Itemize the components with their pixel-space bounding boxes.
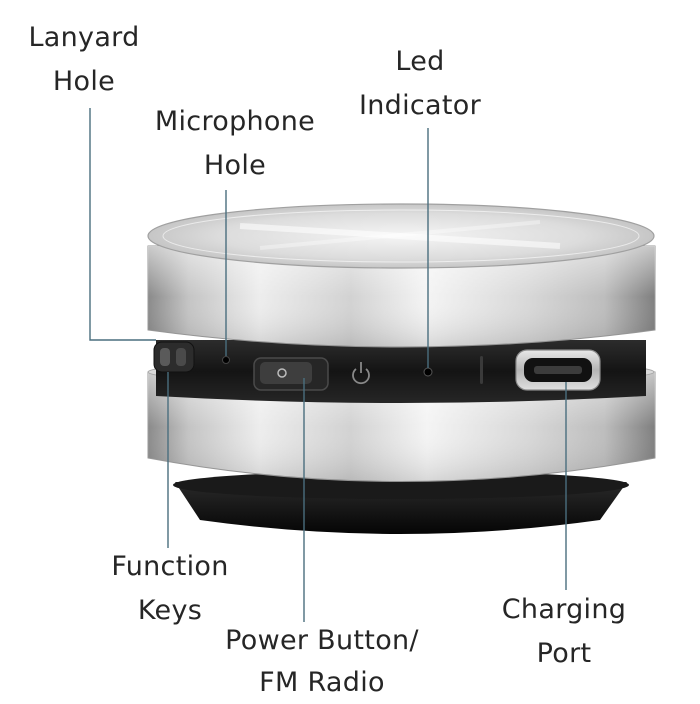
power-icon	[352, 362, 370, 385]
label-charging-port: Charging Port	[492, 588, 636, 676]
microphone-hole	[222, 356, 230, 364]
led-indicator	[423, 367, 433, 377]
label-led-indicator: Led Indicator	[350, 40, 490, 128]
label-led-line1: Led	[395, 46, 445, 77]
label-microphone-hole: Microphone Hole	[140, 100, 330, 188]
power-button	[253, 357, 329, 391]
label-power-line2: FM Radio	[259, 667, 385, 698]
label-lanyard-hole: Lanyard Hole	[22, 16, 146, 104]
label-microphone-line1: Microphone	[154, 106, 316, 137]
label-charging-line1: Charging	[501, 594, 627, 625]
function-keys	[153, 341, 195, 373]
leader-lines	[89, 108, 567, 622]
label-charging-line2: Port	[536, 638, 592, 669]
label-lanyard-line2: Hole	[52, 66, 116, 97]
charging-port	[515, 349, 601, 391]
label-lanyard-line1: Lanyard	[28, 22, 140, 53]
label-function-line2: Keys	[137, 595, 203, 626]
leader-lanyard	[89, 108, 156, 341]
label-function-keys: Function Keys	[100, 545, 240, 633]
label-power-button: Power Button/ FM Radio	[210, 620, 434, 704]
label-function-line1: Function	[111, 551, 229, 582]
label-led-line2: Indicator	[358, 90, 481, 121]
label-microphone-line2: Hole	[203, 150, 267, 181]
label-power-line1: Power Button/	[225, 625, 419, 656]
